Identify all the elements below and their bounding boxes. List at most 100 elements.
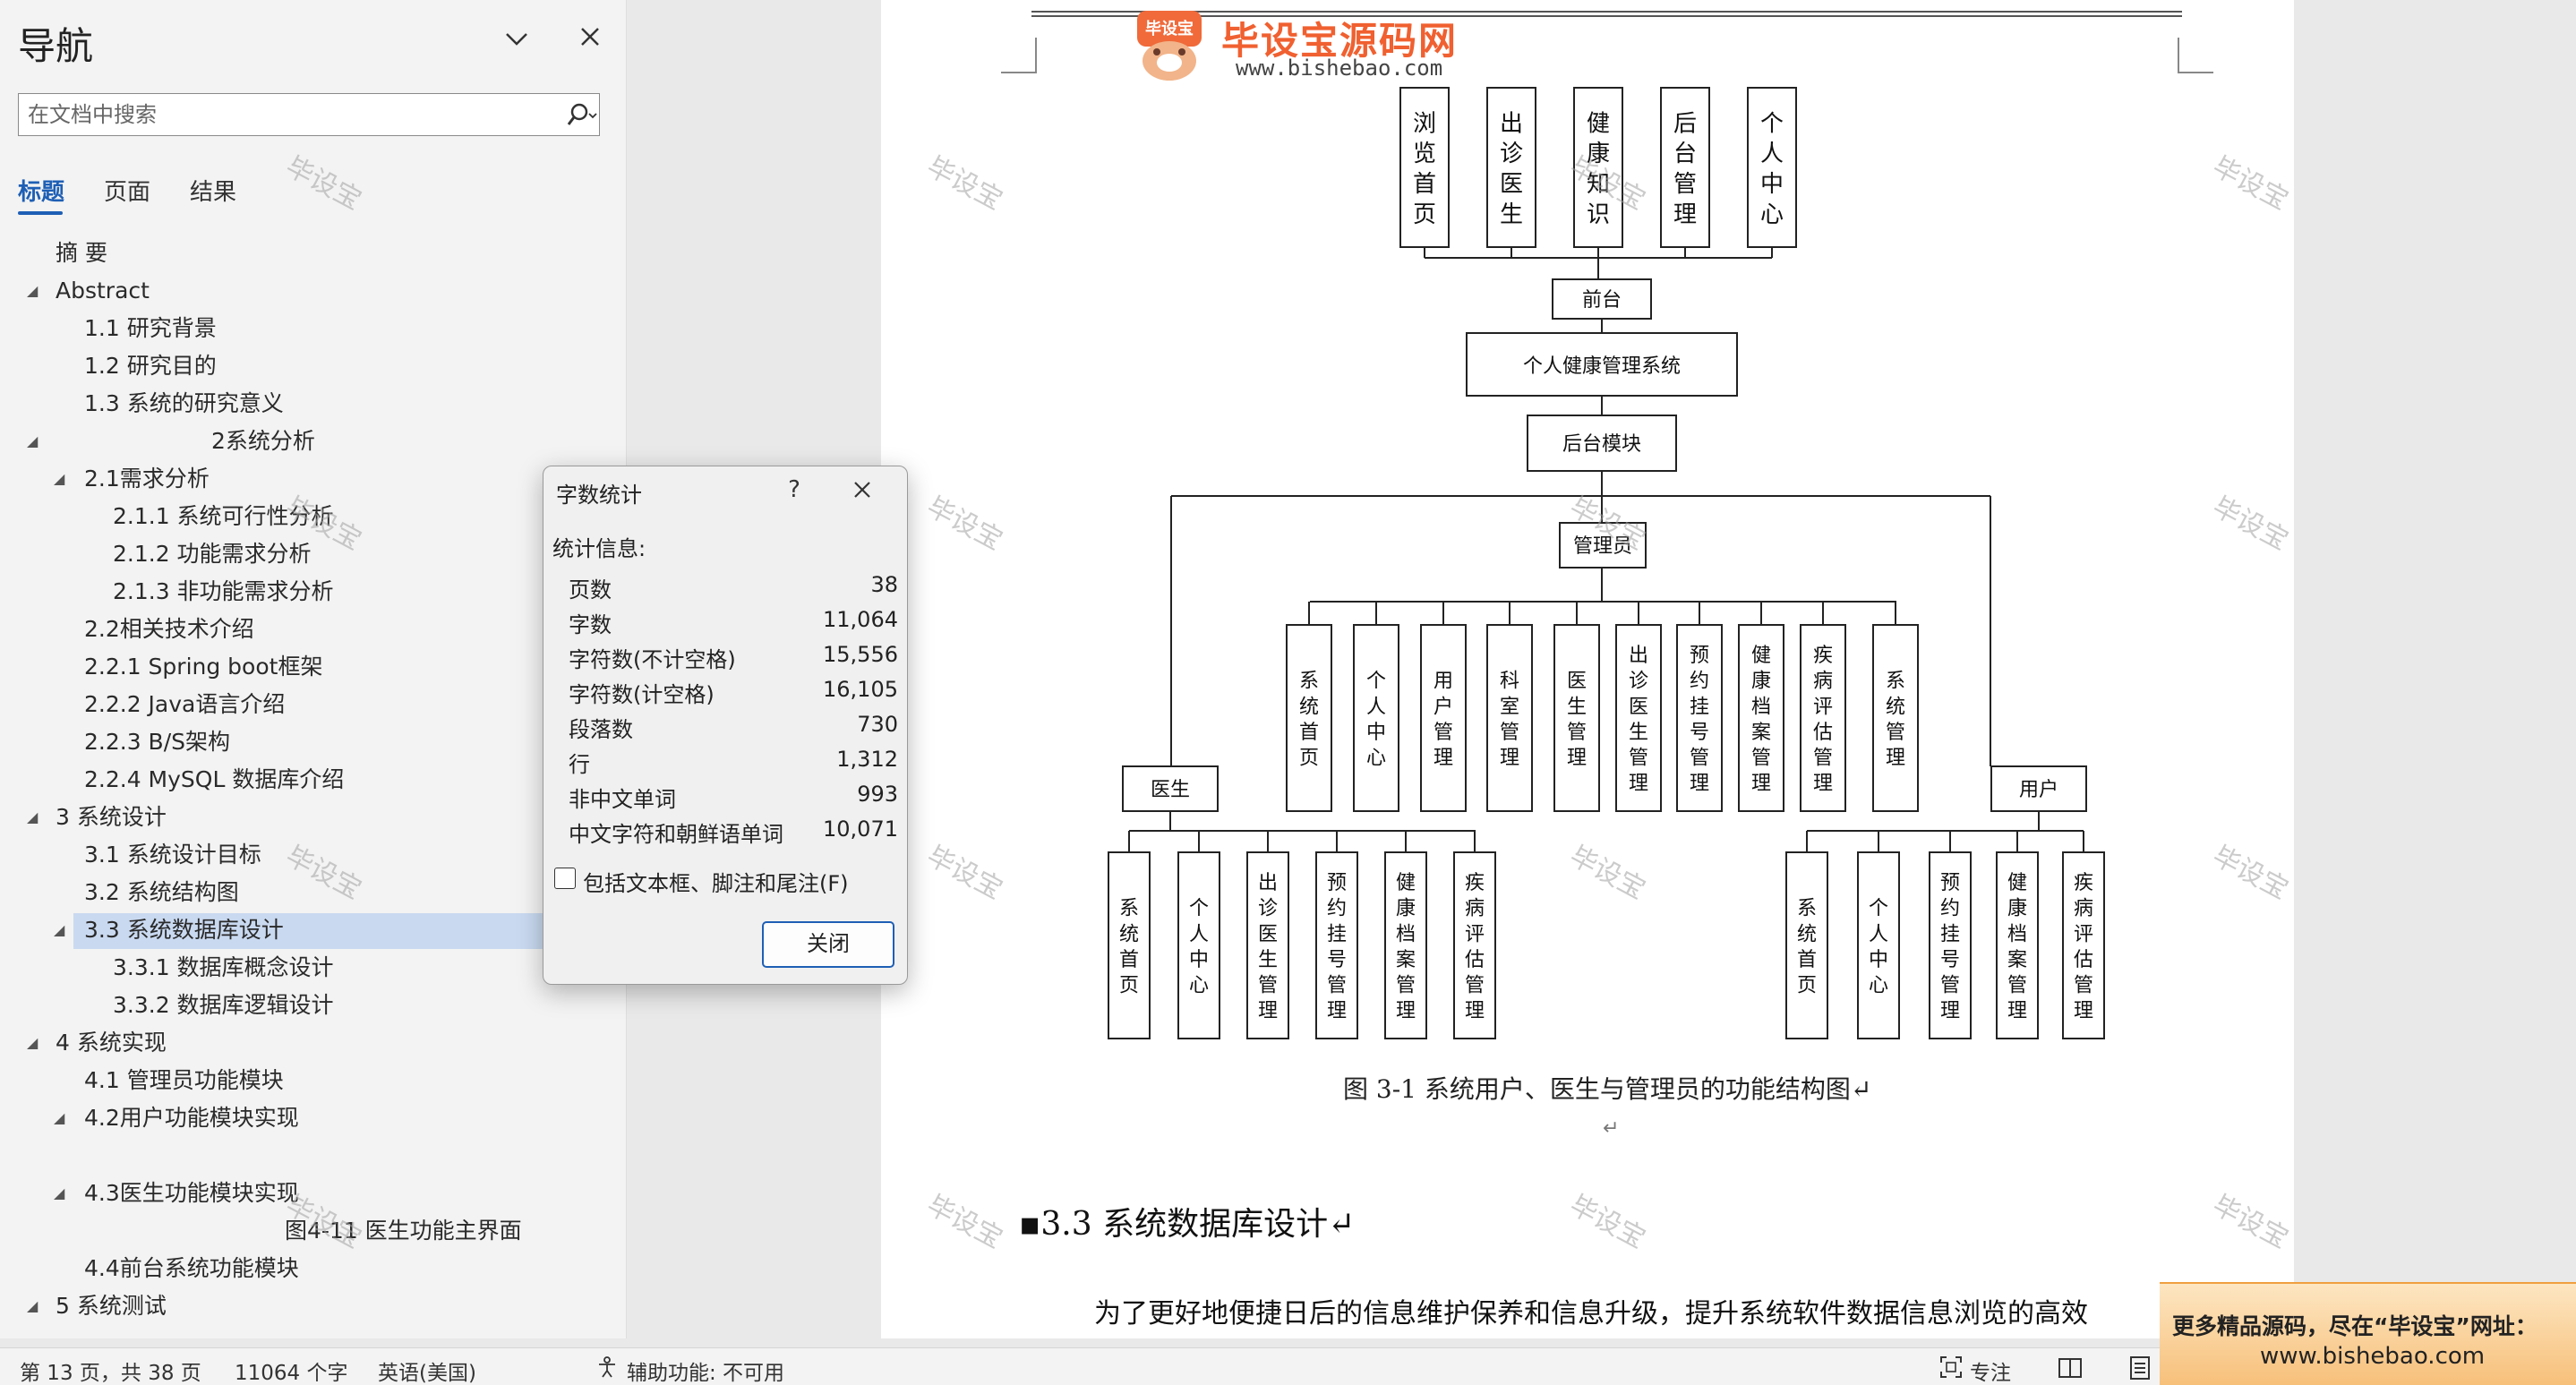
diagram-admin-module-label: 系 <box>1299 671 1319 693</box>
header-rule <box>1031 11 2182 13</box>
promo-banner[interactable]: 更多精品源码，尽在“毕设宝”网址： www.bishebao.com <box>2160 1282 2576 1385</box>
diagram-admin-module-label: 医 <box>1567 671 1587 693</box>
nav-heading-item[interactable]: 3.3.2 数据库逻辑设计 <box>113 992 334 1018</box>
stat-row: 行 1,312 <box>569 747 898 781</box>
nav-heading-item[interactable]: 3.3.1 数据库概念设计 <box>113 954 334 980</box>
diagram-doctor-module-label: 号 <box>1327 949 1347 971</box>
expand-arrow-icon[interactable]: ◢ <box>27 808 39 825</box>
close-icon[interactable] <box>577 23 603 50</box>
nav-heading-item[interactable]: 4 系统实现 <box>56 1030 167 1056</box>
logo-url: www.bishebao.com <box>1236 56 1443 81</box>
expand-arrow-icon[interactable]: ◢ <box>27 1297 39 1314</box>
close-button[interactable]: 关闭 <box>762 921 894 968</box>
nav-heading-item[interactable]: 2.1.3 非功能需求分析 <box>113 578 334 604</box>
diagram-doctor-module-label: 统 <box>1119 923 1139 945</box>
nav-heading-item[interactable]: 4.2用户功能模块实现 <box>84 1105 299 1131</box>
diagram-admin-module-label: 出 <box>1629 645 1648 667</box>
nav-heading-item[interactable]: 4.1 管理员功能模块 <box>84 1067 284 1093</box>
tab-results[interactable]: 结果 <box>190 179 237 206</box>
nav-heading-item[interactable]: 图4-11 医生功能主界面 <box>285 1218 522 1244</box>
stat-name: 段落数 <box>569 717 633 742</box>
diagram-front-module-label: 人 <box>1760 141 1784 167</box>
tab-pages[interactable]: 页面 <box>104 179 151 206</box>
diagram-user-module-label: 挂 <box>1940 923 1960 945</box>
diagram-front-module-label: 诊 <box>1500 141 1523 167</box>
nav-heading-item[interactable]: 摘 要 <box>56 240 107 266</box>
status-bar: 第 13 页，共 38 页 11064 个字 英语(美国) 辅助功能: 不可用 … <box>0 1347 2576 1385</box>
diagram-doctor-module-label: 预 <box>1327 872 1347 894</box>
nav-heading-item[interactable]: 3.2 系统结构图 <box>84 879 239 905</box>
diagram-doctor-module-label: 理 <box>1327 1000 1347 1022</box>
diagram-doctor-module-label: 个 <box>1189 898 1209 920</box>
expand-arrow-icon[interactable]: ◢ <box>54 921 65 938</box>
search-box <box>18 93 600 136</box>
expand-arrow-icon[interactable]: ◢ <box>54 1184 65 1201</box>
expand-arrow-icon[interactable]: ◢ <box>54 470 65 487</box>
diagram-user-module-label: 约 <box>1940 898 1960 920</box>
diagram-front-module-label: 览 <box>1413 141 1436 167</box>
close-icon[interactable] <box>846 474 878 506</box>
nav-heading-item[interactable]: 2.2.3 B/S架构 <box>84 729 231 755</box>
nav-heading-item[interactable]: 5 系统测试 <box>56 1293 167 1319</box>
chevron-down-icon[interactable] <box>503 25 530 52</box>
focus-mode-label[interactable]: 专注 <box>1970 1362 2011 1385</box>
diagram-front-module-label: 台 <box>1673 141 1697 167</box>
nav-heading-item[interactable]: 4.3医生功能模块实现 <box>84 1180 299 1206</box>
nav-heading-item[interactable]: 3 系统设计 <box>56 804 167 830</box>
nav-heading-item[interactable]: 1.3 系统的研究意义 <box>84 390 284 416</box>
diagram-admin-module-label: 康 <box>1751 671 1771 693</box>
nav-heading-item[interactable]: 2.2.2 Java语言介绍 <box>84 691 286 717</box>
search-icon[interactable] <box>565 101 597 130</box>
expand-arrow-icon[interactable]: ◢ <box>27 1034 39 1051</box>
nav-heading-item[interactable]: 2.2.1 Spring boot框架 <box>84 654 323 680</box>
tab-headings[interactable]: 标题 <box>18 179 65 206</box>
promo-text: 更多精品源码，尽在“毕设宝”网址： <box>2172 1313 2537 1339</box>
accessibility-icon[interactable] <box>596 1355 620 1379</box>
diagram-admin-module-label: 号 <box>1690 722 1709 744</box>
diagram-doctor-module-label: 理 <box>1258 1000 1278 1022</box>
paragraph-mark: ↵ <box>1603 1117 1620 1140</box>
diagram-user-module-label: 预 <box>1940 872 1960 894</box>
diagram-user-module-label: 理 <box>1940 1000 1960 1022</box>
include-textboxes-checkbox[interactable] <box>554 868 576 889</box>
nav-heading-item[interactable]: 2.1.2 功能需求分析 <box>113 541 312 567</box>
nav-heading-item[interactable]: Abstract <box>56 278 150 304</box>
diagram-node-user: 用户 <box>2019 779 2058 801</box>
nav-heading-item[interactable]: 2.2.4 MySQL 数据库介绍 <box>84 766 345 792</box>
nav-heading-item[interactable]: 2.2相关技术介绍 <box>84 616 254 642</box>
read-mode-icon[interactable] <box>2058 1357 2083 1379</box>
document-page[interactable] <box>881 0 2294 1338</box>
stat-value: 993 <box>857 782 898 807</box>
diagram-node-front: 前台 <box>1582 289 1622 312</box>
nav-heading-item[interactable]: 2.1需求分析 <box>84 466 210 492</box>
diagram-user-module-label: 系 <box>1797 898 1817 920</box>
stat-value: 15,556 <box>823 642 898 667</box>
diagram-doctor-module-label: 医 <box>1258 923 1278 945</box>
promo-url[interactable]: www.bishebao.com <box>2260 1343 2486 1370</box>
nav-heading-item[interactable]: 3.1 系统设计目标 <box>84 842 261 868</box>
focus-mode-icon[interactable] <box>1939 1355 1963 1379</box>
expand-arrow-icon[interactable]: ◢ <box>54 1109 65 1126</box>
diagram-admin-module-label: 户 <box>1433 696 1453 718</box>
help-button[interactable]: ? <box>788 476 800 503</box>
nav-heading-item[interactable]: 1.2 研究目的 <box>84 353 217 379</box>
page-indicator[interactable]: 第 13 页，共 38 页 <box>20 1362 201 1385</box>
search-input[interactable] <box>28 99 547 130</box>
nav-heading-item[interactable]: 1.1 研究背景 <box>84 315 217 341</box>
nav-heading-item-selected[interactable]: 3.3 系统数据库设计 <box>84 917 284 943</box>
word-count-indicator[interactable]: 11064 个字 <box>235 1362 348 1385</box>
expand-arrow-icon[interactable]: ◢ <box>27 432 39 449</box>
checkbox-label[interactable]: 包括文本框、脚注和尾注(F) <box>583 871 849 896</box>
expand-arrow-icon[interactable]: ◢ <box>27 282 39 299</box>
diagram-doctor-module-label: 档 <box>1396 923 1416 945</box>
nav-heading-item[interactable]: 2系统分析 <box>211 428 315 454</box>
nav-heading-item[interactable]: 4.4前台系统功能模块 <box>84 1255 299 1281</box>
diagram-user-module-label: 个 <box>1869 898 1888 920</box>
accessibility-status[interactable]: 辅助功能: 不可用 <box>627 1362 785 1385</box>
diagram-admin-module-label: 案 <box>1751 722 1771 744</box>
nav-heading-item[interactable]: 2.1.1 系统可行性分析 <box>113 503 334 529</box>
diagram-doctor-module-label: 评 <box>1465 923 1485 945</box>
language-indicator[interactable]: 英语(美国) <box>378 1362 476 1385</box>
print-layout-icon[interactable] <box>2129 1355 2151 1381</box>
diagram-admin-module-label: 首 <box>1299 722 1319 744</box>
